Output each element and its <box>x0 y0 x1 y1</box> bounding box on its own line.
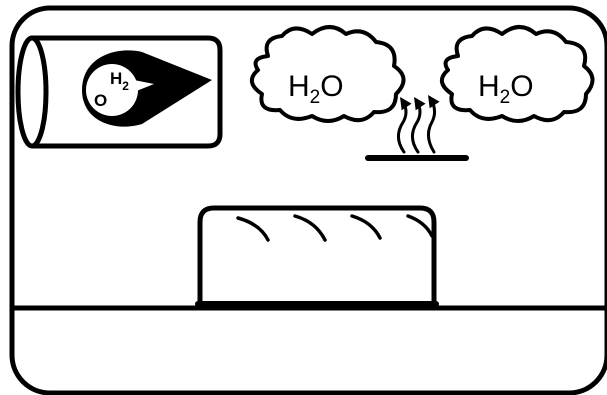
steam-arrow-2 <box>412 100 420 152</box>
steam-cloud-left: H2O <box>252 27 404 121</box>
svg-text:H2O: H2O <box>478 70 534 108</box>
svg-text:H2O: H2O <box>288 70 344 108</box>
cloud-left-o: O <box>320 70 343 103</box>
bread-loaf <box>198 208 436 304</box>
steam-arrows <box>398 98 434 152</box>
cloud-right-o: O <box>510 70 533 103</box>
droplet-h-label: H <box>110 69 122 88</box>
cloud-right-h: H <box>478 70 500 103</box>
steam-cloud-right: H2O <box>442 27 593 121</box>
droplet-o-label: O <box>94 91 107 110</box>
cloud-left-h: H <box>288 70 310 103</box>
water-droplet-icon: H2 O <box>82 50 212 126</box>
steam-arrow-1 <box>398 100 406 152</box>
droplet-h-subscript: 2 <box>122 79 129 93</box>
steam-arrow-3 <box>428 98 434 152</box>
cloud-right-subscript: 2 <box>500 87 511 108</box>
cloud-left-subscript: 2 <box>310 87 321 108</box>
